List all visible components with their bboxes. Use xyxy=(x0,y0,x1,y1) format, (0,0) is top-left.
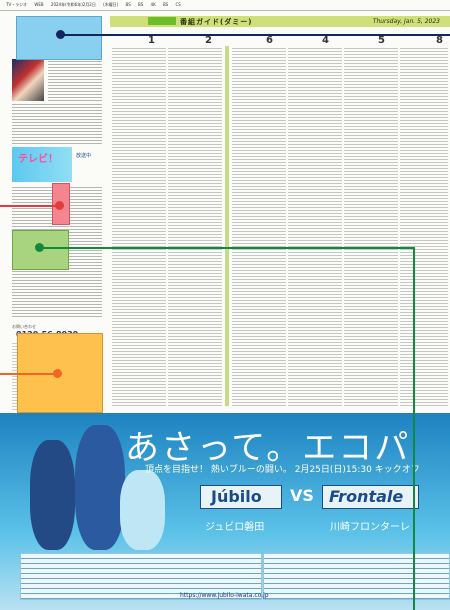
listing-column xyxy=(232,46,286,406)
promo-badge: 放送中 xyxy=(76,153,92,159)
listing-column xyxy=(400,46,448,406)
team-right-jp: 川崎フロンターレ xyxy=(330,522,410,533)
team-left-jp: ジュビロ磐田 xyxy=(205,522,265,533)
listing-column xyxy=(288,46,342,406)
annotation-dot-green xyxy=(35,243,44,252)
ad-url[interactable]: https://www.jubilo-iwata.co.jp xyxy=(180,592,269,599)
annotation-dot-red xyxy=(55,201,64,210)
ticket-info-table xyxy=(20,553,262,600)
top-strip-item: BS xyxy=(125,2,131,7)
channel-number: 2 xyxy=(205,35,212,46)
player-figure xyxy=(30,440,75,550)
team-right-logo: Frontale xyxy=(322,485,419,509)
channel-number: 6 xyxy=(266,35,273,46)
access-info-box xyxy=(263,553,450,600)
channel-header: 5 xyxy=(378,28,385,46)
listing-column xyxy=(112,46,166,406)
annotation-dot-navy xyxy=(56,30,65,39)
promo-title: テレビ！ xyxy=(18,154,58,165)
player-figure xyxy=(75,425,125,550)
annotation-line-navy xyxy=(60,34,450,36)
annotation-line-orange xyxy=(0,373,58,375)
annotation-line-green xyxy=(40,247,415,249)
player-figure xyxy=(120,470,165,550)
channel-header: 4 xyxy=(322,28,329,46)
listing-column xyxy=(344,46,398,406)
top-strip-item: BS xyxy=(162,2,169,7)
top-strip-item: WEB xyxy=(34,2,44,7)
top-strip-item: BS xyxy=(138,2,144,7)
time-bar xyxy=(225,46,229,406)
news-photo xyxy=(12,59,44,101)
top-strip-item: TV・ラジオ xyxy=(6,2,28,7)
top-strip-item: 4K xyxy=(150,2,156,7)
top-strip-item: CS xyxy=(175,2,181,7)
vs-label: VS xyxy=(290,486,314,505)
annotation-line-red xyxy=(0,205,60,207)
channel-number: 5 xyxy=(378,35,385,46)
channel-header: 2 xyxy=(205,28,212,46)
promo-banner xyxy=(12,147,72,182)
channel-number: 1 xyxy=(148,35,155,46)
annotation-line-green-vertical xyxy=(413,247,415,610)
team-left-logo: Júbilo xyxy=(200,485,282,509)
top-strip-item: (木曜日) xyxy=(103,2,119,7)
article-text xyxy=(12,104,102,144)
channel-number: 4 xyxy=(322,35,329,46)
ad-headline: あさって。エコパ xyxy=(125,428,411,468)
channel-header: 8 xyxy=(436,28,443,46)
channel-header: 1 xyxy=(148,28,155,46)
top-strip: TV・ラジオ WEB 2024年(令和6年)2月2日 (木曜日) BS BS 4… xyxy=(0,0,450,11)
team-left-name: Júbilo xyxy=(211,487,262,506)
program-guide: 番組ガイド(ダミー) Thursday, Jan. 5, 2023 1 2 6 … xyxy=(110,16,450,412)
photo-caption-text xyxy=(48,59,102,101)
annotation-dot-orange xyxy=(53,369,62,378)
guide-header: 番組ガイド(ダミー) Thursday, Jan. 5, 2023 xyxy=(110,16,450,27)
channel-header: 6 xyxy=(266,28,273,46)
top-strip-item: 2024年(令和6年)2月2日 xyxy=(50,2,96,7)
header-badge xyxy=(148,17,176,25)
guide-title: 番組ガイド(ダミー) xyxy=(180,18,253,26)
guide-date: Thursday, Jan. 5, 2023 xyxy=(372,18,440,25)
channel-number: 8 xyxy=(436,35,443,46)
phone-label: お問い合わせ xyxy=(12,324,36,329)
listing-column xyxy=(168,46,222,406)
team-right-name: Frontale xyxy=(329,487,404,506)
ad-subhead: 頂点を目指せ！ 熱いブルーの闘い。 2月25日(日)15:30 キックオフ xyxy=(145,465,420,475)
